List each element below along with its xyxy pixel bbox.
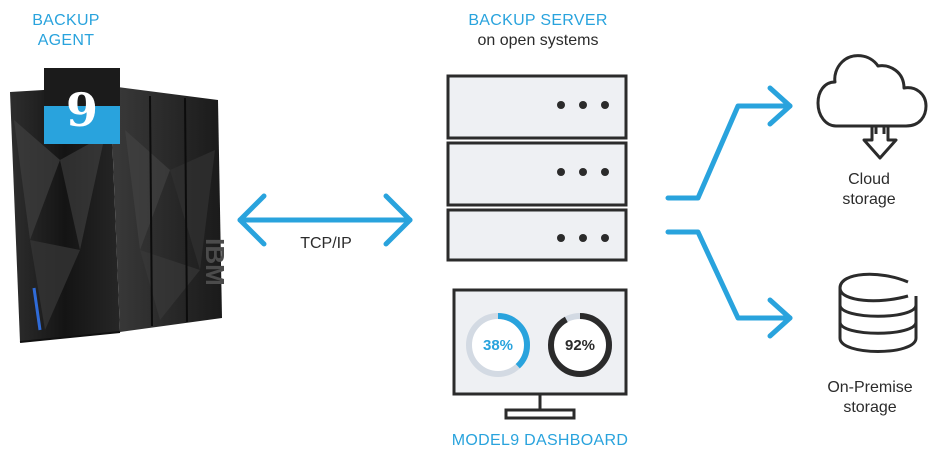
gauge-value-arc [548,313,612,377]
cloud-storage-line1: Cloud [848,171,890,188]
server-unit-2 [446,141,628,207]
backup-server-title: BACKUP SERVER [468,12,608,29]
backup-server-subtitle: on open systems [477,32,599,49]
cloud-arrow [665,85,793,201]
tcpip-double-arrow [237,193,413,247]
mainframe-image [10,86,222,343]
database-icon [838,272,918,353]
badge-number: 9 [66,83,98,137]
backup-agent-line2: AGENT [37,32,95,49]
dashboard-gauges: 38% 92% [466,313,612,377]
gauge-2: 92% [548,313,612,377]
server-unit-1 [446,74,628,140]
gauge-label: 38% [483,337,513,354]
ibm-logo: IBM [200,238,230,286]
cloud-storage-label: Cloud storage [810,170,928,210]
backup-agent-label: BACKUP AGENT [16,11,116,51]
backup-agent-line1: BACKUP [32,12,100,29]
dashboard-title: MODEL9 DASHBOARD [451,432,629,449]
gauge-1: 38% [466,313,530,377]
model9-badge [44,68,120,144]
backup-server-label: BACKUP SERVER on open systems [420,11,656,51]
backup-server-stack [446,74,628,262]
onprem-storage-label: On-Premise storage [812,378,928,418]
onprem-storage-line2: storage [843,399,897,416]
onprem-storage-line1: On-Premise [827,379,913,396]
gauge-value-arc [466,313,530,377]
cloud-storage-line2: storage [842,191,896,208]
gauge-label: 92% [565,337,595,354]
server-unit-3 [446,208,628,262]
cloud-icon [816,54,928,160]
onprem-arrow [665,229,793,339]
tcpip-label: TCP/IP [300,235,352,252]
server-status-dots [557,101,609,242]
